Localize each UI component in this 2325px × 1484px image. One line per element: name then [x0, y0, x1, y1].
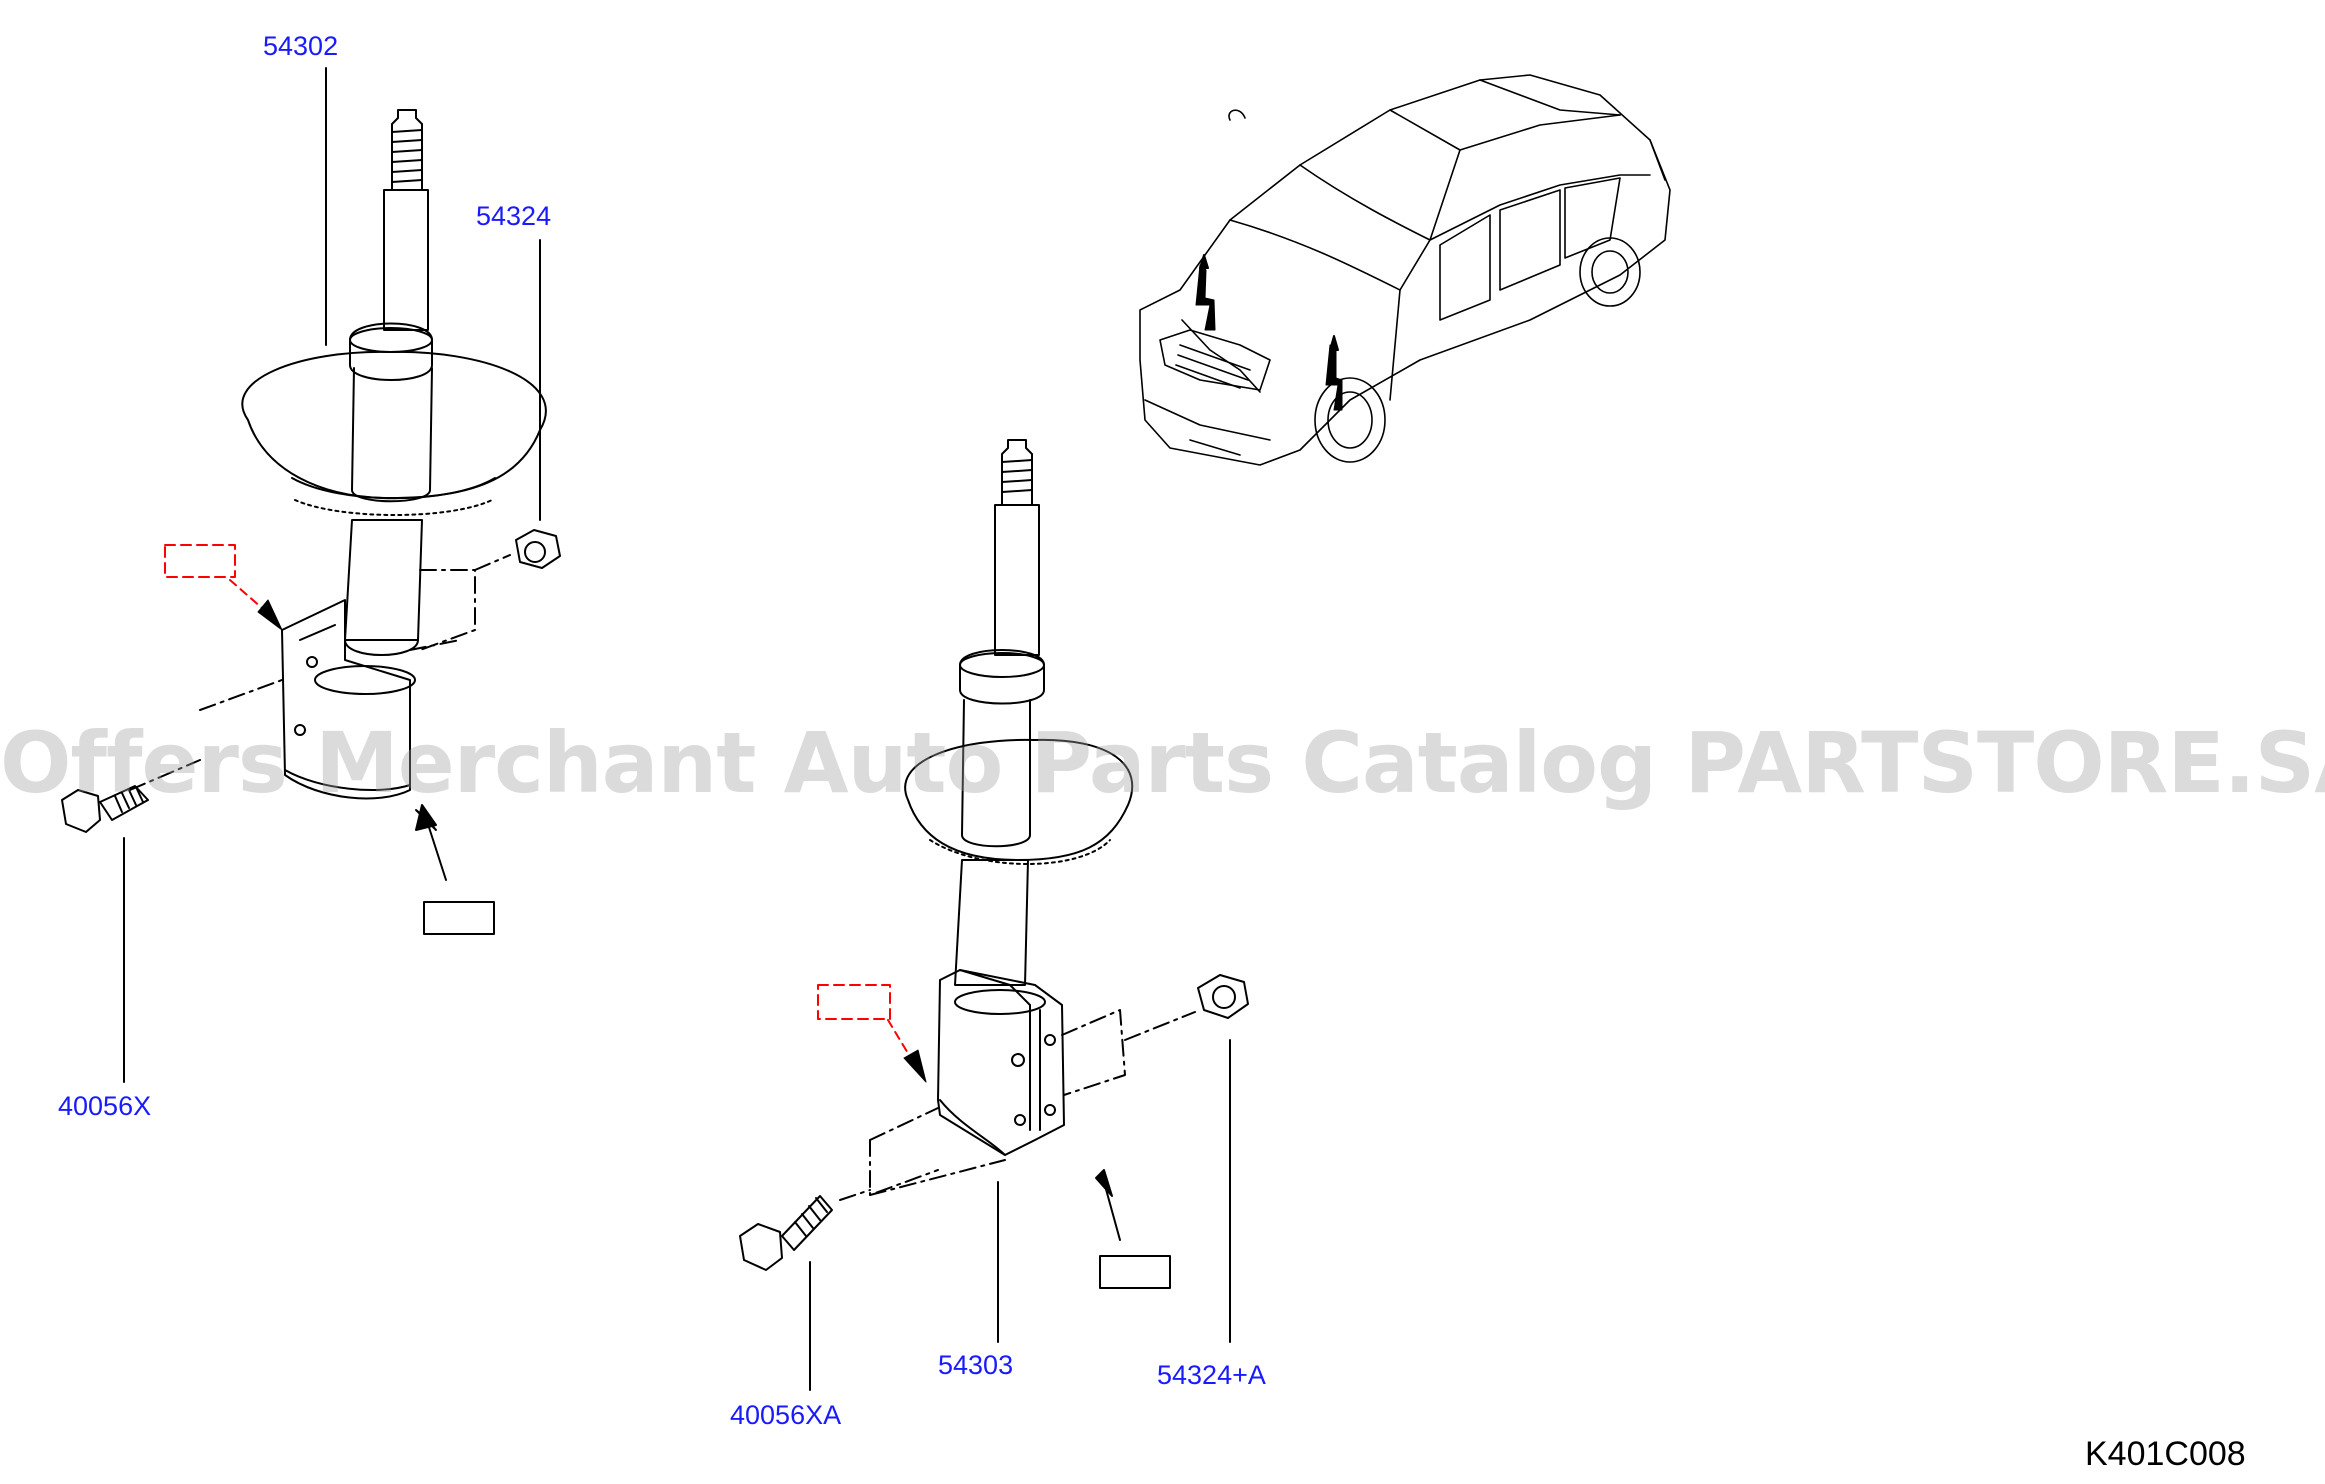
right-strut[interactable]: [839, 439, 1196, 1201]
part-label-40056X[interactable]: 40056X: [58, 1091, 152, 1121]
bolt-40056XA[interactable]: [739, 1195, 833, 1271]
left-callout: [164, 544, 271, 616]
part-label-54324[interactable]: 54324: [476, 201, 552, 231]
part-label-54302[interactable]: 54302: [263, 31, 339, 61]
diagram-reference-code: K401C008: [2085, 1435, 2246, 1473]
nut-54324A[interactable]: [1197, 974, 1249, 1019]
left-note-box: [423, 901, 495, 935]
part-label-54324A[interactable]: 54324+A: [1157, 1360, 1266, 1390]
car-illustration: [1139, 74, 1671, 466]
part-label-54303[interactable]: 54303: [938, 1350, 1014, 1380]
left-strut[interactable]: [129, 109, 547, 800]
bolt-40056X[interactable]: [61, 785, 149, 833]
nut-54324[interactable]: [515, 529, 561, 569]
part-label-40056XA[interactable]: 40056XA: [730, 1400, 842, 1430]
right-note-box: [1099, 1255, 1171, 1289]
right-callout: [817, 984, 913, 1061]
